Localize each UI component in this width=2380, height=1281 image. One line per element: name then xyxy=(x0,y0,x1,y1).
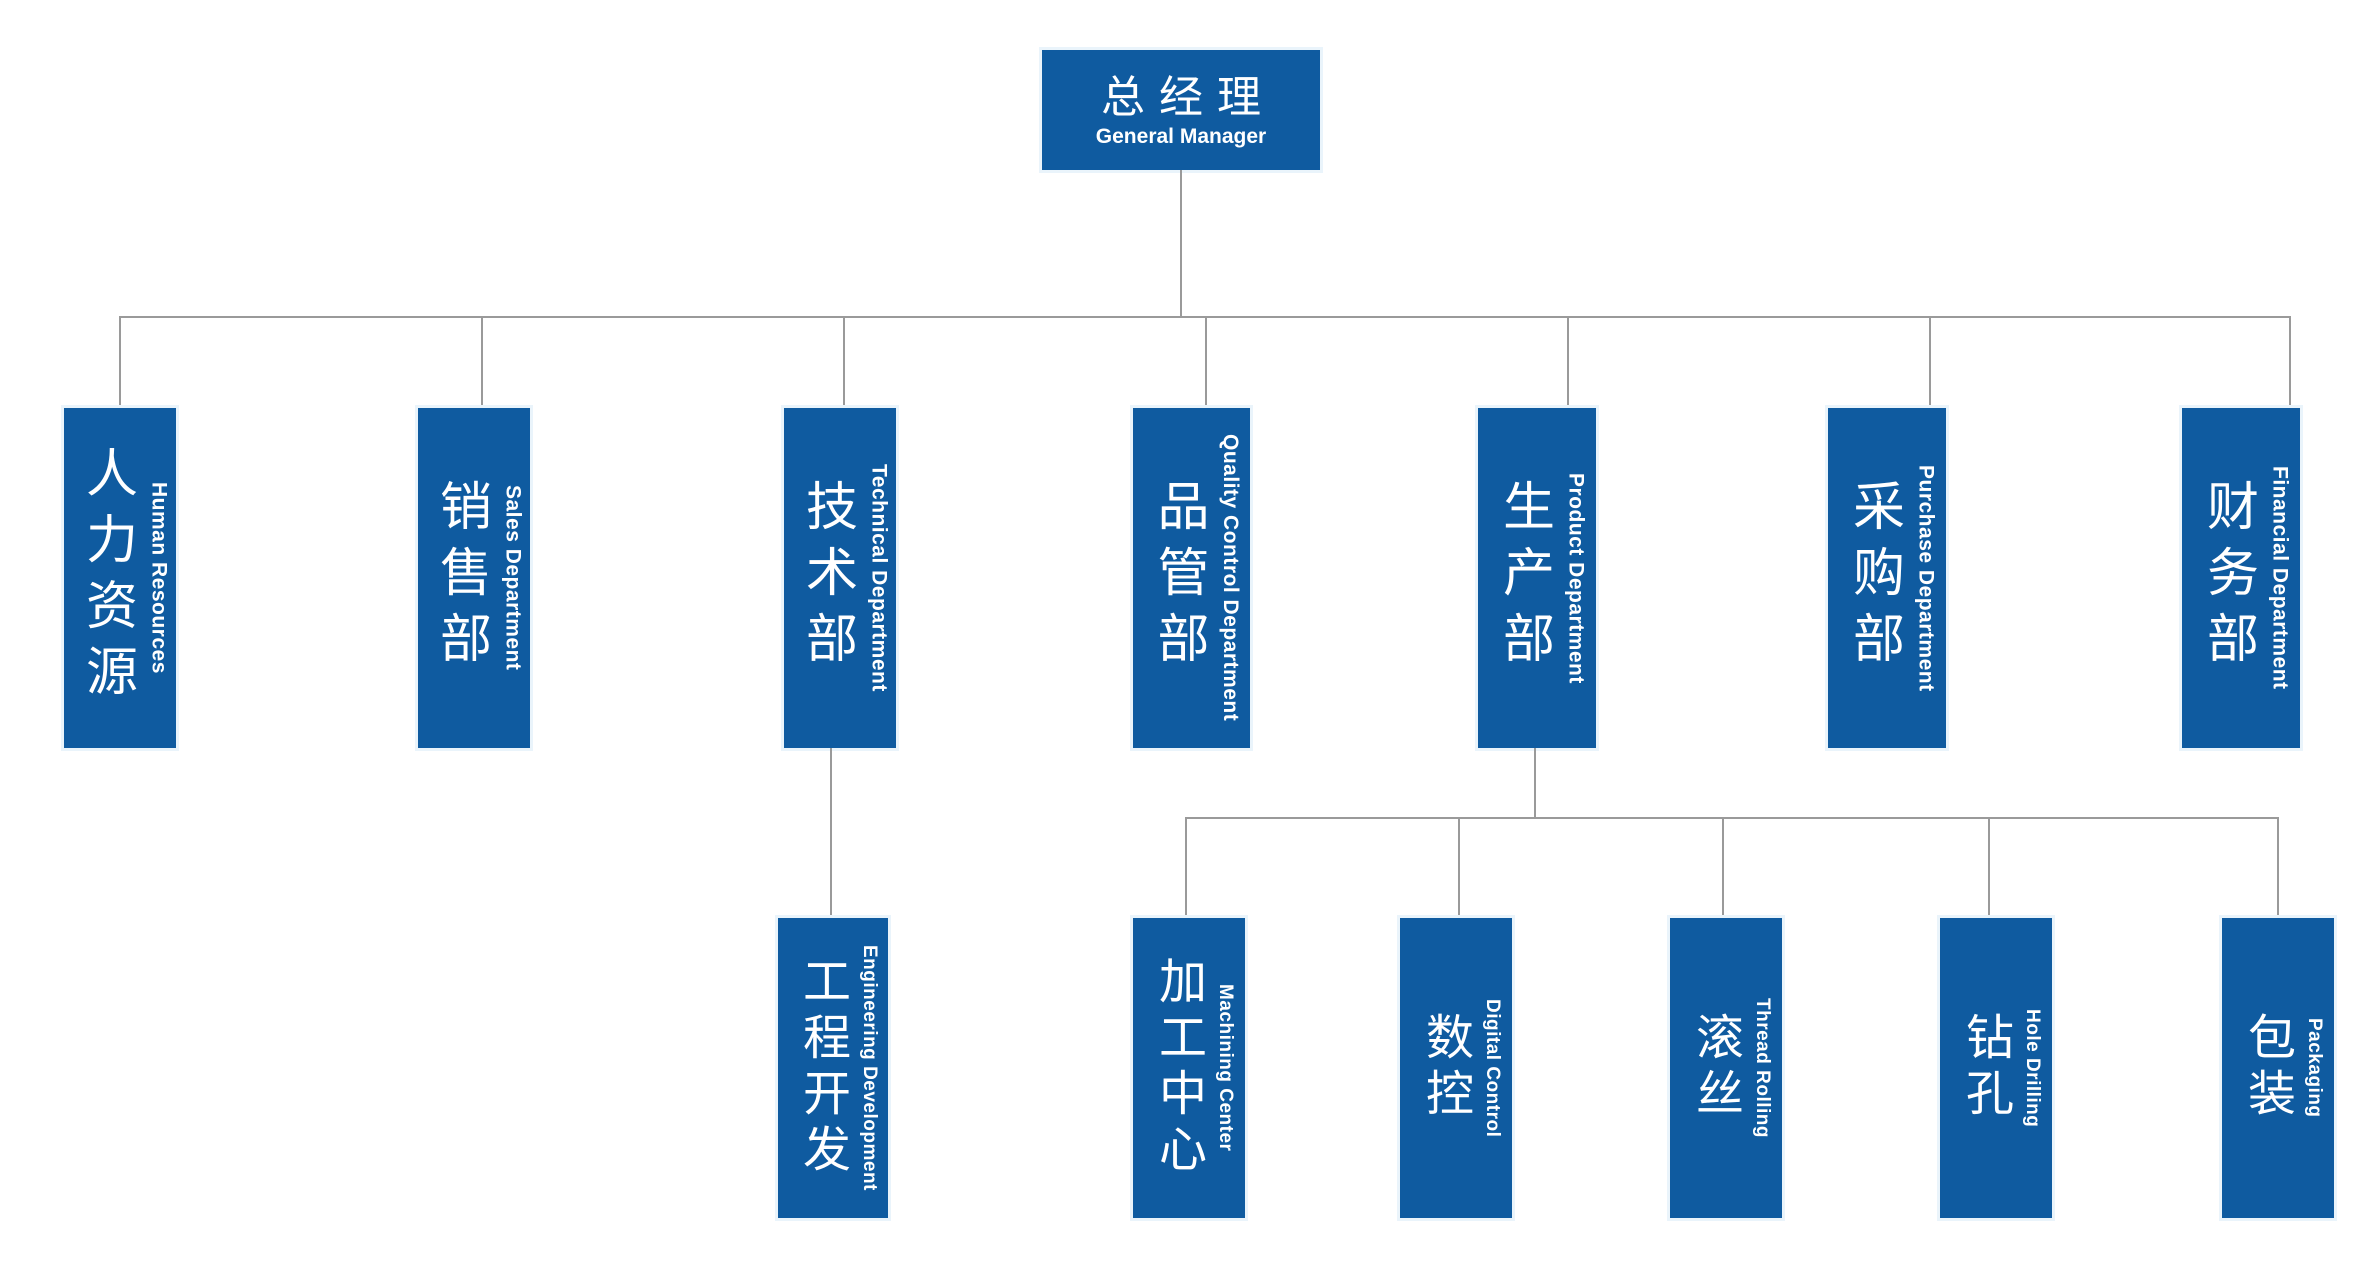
node-thread-rolling[interactable]: 滚丝 Thread Rolling xyxy=(1670,918,1782,1218)
node-label-cn: 生产部 xyxy=(1494,479,1553,677)
node-label-cn: 工程开发 xyxy=(795,956,848,1180)
node-general-manager[interactable]: 总经理 General Manager xyxy=(1042,50,1320,170)
connector-drop-sales xyxy=(481,316,483,408)
node-label-en: Hole Drilling xyxy=(2022,1008,2043,1128)
node-machining-center[interactable]: 加工中心 Machining Center xyxy=(1133,918,1245,1218)
node-label-cn: 滚丝 xyxy=(1688,1012,1741,1124)
node-label-en: General Manager xyxy=(1095,124,1267,148)
connector-technical-to-engineering xyxy=(830,748,832,918)
node-product-department[interactable]: 生产部 Product Department xyxy=(1478,408,1596,748)
node-label-en: Packaging xyxy=(2304,1018,2325,1118)
node-sales-department[interactable]: 销售部 Sales Department xyxy=(418,408,530,748)
node-label-en: Engineering Development xyxy=(859,945,880,1191)
connector-drop-purchase xyxy=(1929,316,1931,408)
node-label-cn: 财务部 xyxy=(2198,479,2257,677)
node-label-en: Digital Control xyxy=(1482,998,1503,1138)
node-human-resources[interactable]: 人力资源 Human Resources xyxy=(64,408,176,748)
connector-drop-product xyxy=(1567,316,1569,408)
node-label-cn: 总经理 xyxy=(1101,73,1275,123)
node-quality-control-department[interactable]: 品管部 Quality Control Department xyxy=(1133,408,1250,748)
node-label-en: Human Resources xyxy=(147,482,171,674)
node-label-cn: 包装 xyxy=(2240,1012,2293,1124)
node-financial-department[interactable]: 财务部 Financial Department xyxy=(2182,408,2300,748)
connector-drop-hole-drilling xyxy=(1988,817,1990,918)
connector-product-stem xyxy=(1534,748,1536,817)
node-label-cn: 数控 xyxy=(1418,1012,1471,1124)
node-label-en: Purchase Department xyxy=(1914,464,1938,692)
node-digital-control[interactable]: 数控 Digital Control xyxy=(1400,918,1512,1218)
connector-drop-thread-rolling xyxy=(1722,817,1724,918)
node-label-en: Thread Rolling xyxy=(1752,998,1773,1138)
node-label-en: Sales Department xyxy=(501,485,525,671)
connector-drop-technical xyxy=(843,316,845,408)
connector-drop-machining-center xyxy=(1185,817,1187,918)
node-label-cn: 技术部 xyxy=(797,479,856,677)
node-label-cn: 加工中心 xyxy=(1151,956,1204,1180)
node-engineering-development[interactable]: 工程开发 Engineering Development xyxy=(778,918,888,1218)
connector-drop-quality xyxy=(1205,316,1207,408)
connector-drop-digital-control xyxy=(1458,817,1460,918)
node-label-en: Technical Department xyxy=(867,464,891,692)
connector-level1-bus xyxy=(119,316,2290,318)
node-technical-department[interactable]: 技术部 Technical Department xyxy=(784,408,896,748)
node-hole-drilling[interactable]: 钻孔 Hole Drilling xyxy=(1940,918,2052,1218)
connector-drop-financial xyxy=(2289,316,2291,408)
node-purchase-department[interactable]: 采购部 Purchase Department xyxy=(1828,408,1946,748)
node-label-en: Financial Department xyxy=(2268,466,2292,690)
node-label-cn: 人力资源 xyxy=(77,446,136,710)
node-packaging[interactable]: 包装 Packaging xyxy=(2222,918,2334,1218)
connector-drop-hr xyxy=(119,316,121,408)
node-label-en: Machining Center xyxy=(1215,984,1236,1152)
node-label-cn: 采购部 xyxy=(1844,479,1903,677)
node-label-cn: 品管部 xyxy=(1149,479,1207,677)
node-label-en: Product Department xyxy=(1564,472,1588,684)
connector-drop-packaging xyxy=(2277,817,2279,918)
connector-root-stem xyxy=(1180,170,1182,316)
node-label-cn: 钻孔 xyxy=(1958,1012,2011,1124)
node-label-cn: 销售部 xyxy=(431,479,490,677)
node-label-en: Quality Control Department xyxy=(1219,434,1242,722)
connector-level2-bus xyxy=(1185,817,2278,819)
